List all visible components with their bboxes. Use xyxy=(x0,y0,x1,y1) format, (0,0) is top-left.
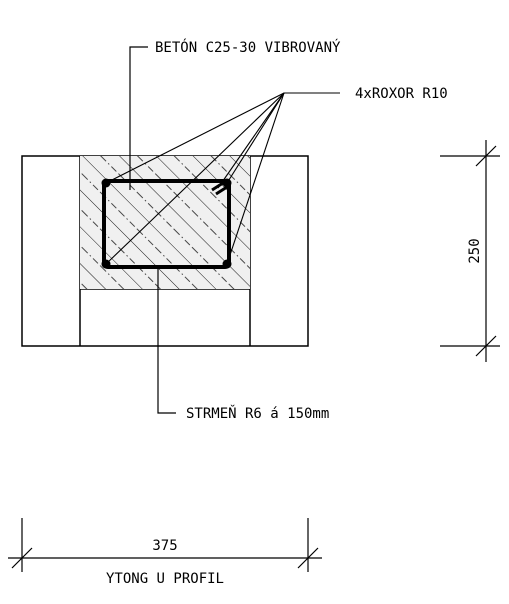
height-dimension-value: 250 xyxy=(467,238,483,263)
stirrup xyxy=(102,179,231,269)
rebar-leader-lines xyxy=(105,92,340,265)
width-dimension xyxy=(8,518,322,572)
stirrup-label: STRMEŇ R6 á 150mm xyxy=(186,404,329,422)
concrete-label: BETÓN C25-30 VIBROVANÝ xyxy=(155,38,341,56)
height-dimension xyxy=(440,140,500,362)
profile-label: YTONG U PROFIL xyxy=(106,571,224,587)
rebar-label: 4xROXOR R10 xyxy=(355,86,448,102)
stirrup-leader-line xyxy=(157,267,176,414)
width-dimension-value: 375 xyxy=(152,538,177,554)
concrete-leader-line xyxy=(129,46,148,190)
